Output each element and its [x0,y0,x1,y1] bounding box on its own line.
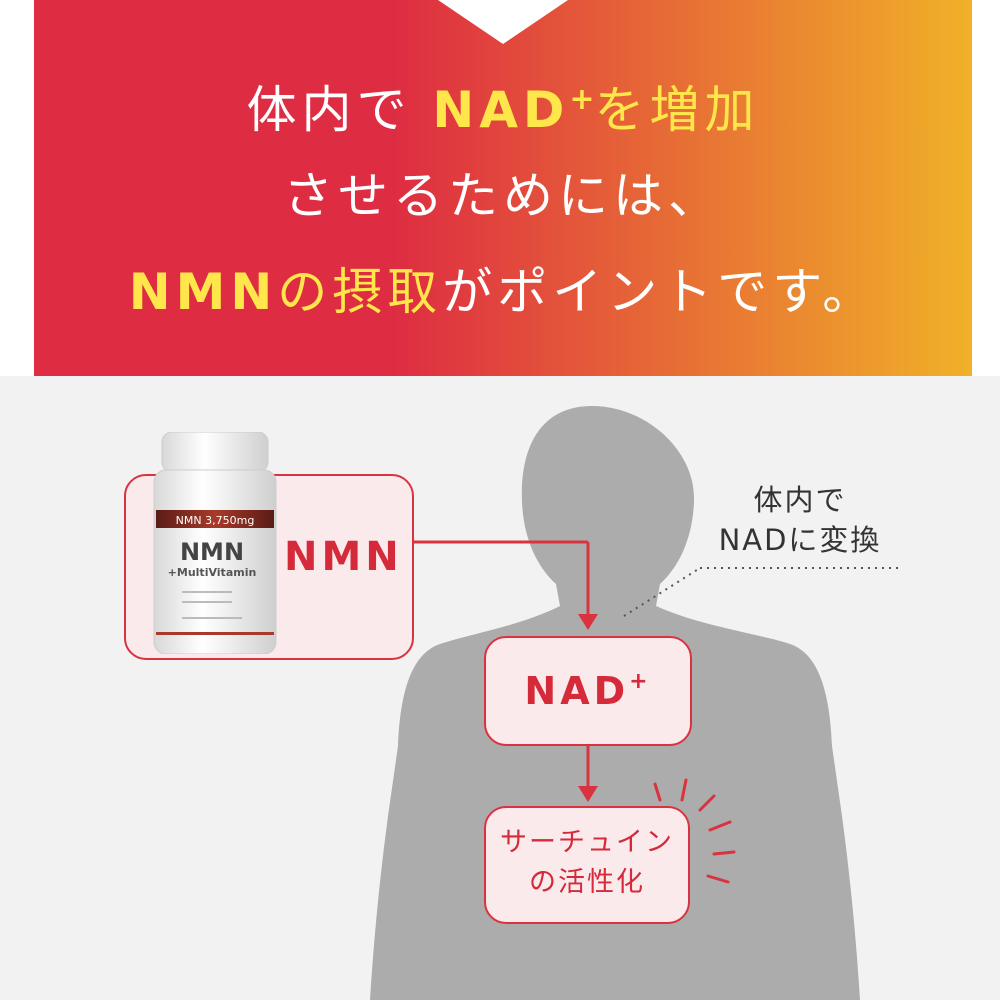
mechanism-diagram: NMN 3,750mg NMN +MultiVitamin NMN NAD+ サ… [0,376,1000,1000]
banner-background [34,0,972,376]
headline-intake: 摂取 [332,263,443,321]
bottle-band-text: NMN 3,750mg [176,514,255,527]
nad-label: NAD+ [524,669,652,713]
headline-line-3: NMNの摂取がポイントです。 [128,263,878,321]
headline-line-2: させるためには、 [283,167,723,225]
arrow-head-nad [578,614,598,630]
sirtuin-label: サーチュイン の活性化 [500,827,674,898]
nmn-bottle-image: NMN 3,750mg NMN +MultiVitamin [153,432,277,654]
bottle-name: NMN [180,538,244,566]
banner-notch [438,0,568,44]
sirtuin-card [484,806,690,924]
nad-card [484,636,692,746]
headline-nad: NAD+を増加 [432,81,760,139]
nmn-label: NMN [284,534,403,580]
arrow-head-sirtuin [578,786,598,802]
conversion-note: 体内で NADに変換 [718,483,882,557]
headline-nmn: NMN [128,263,278,321]
headline-line-1: 体内で NAD+を増加 [246,81,760,139]
note-leader-line [623,567,701,617]
bottle-sub: +MultiVitamin [168,566,257,579]
headline-banner: 体内で NAD+を増加 させるためには、 NMNの摂取がポイントです。 [34,0,972,376]
activation-burst-icon [653,778,736,884]
